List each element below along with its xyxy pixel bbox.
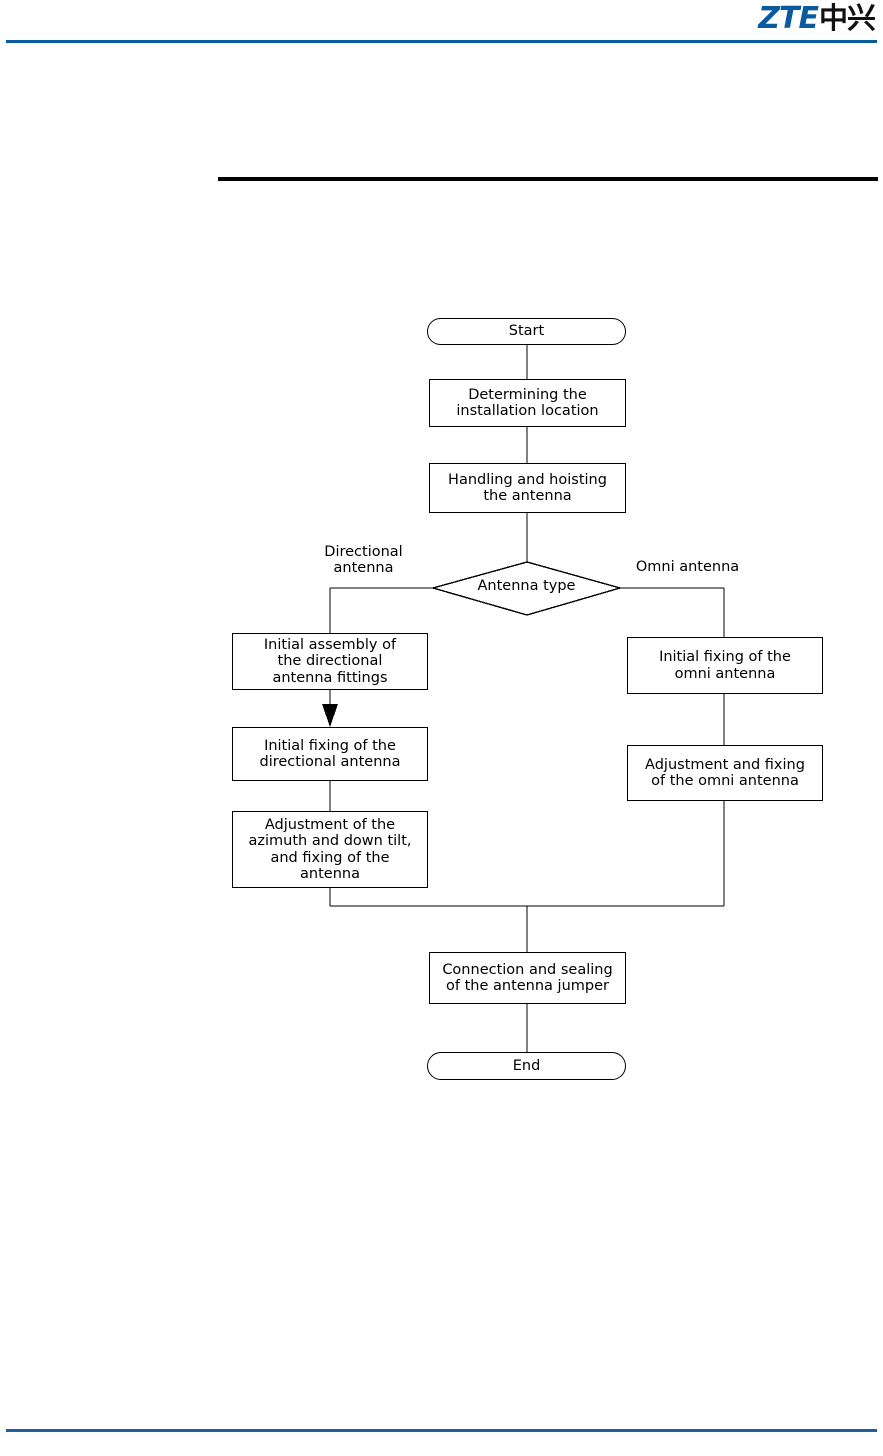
zte-logo-cjk: 中兴 [818,1,876,35]
flow-node-end: End [427,1052,626,1080]
flow-node-start: Start [427,318,626,345]
flow-node-adjustment-fixing-omni: Adjustment and fixing of the omni antenn… [627,745,823,801]
flow-node-connection-sealing-jumper: Connection and sealing of the antenna ju… [429,952,626,1004]
flow-node-determining-location: Determining the installation location [429,379,626,427]
flow-node-initial-fixing-directional: Initial fixing of the directional antenn… [232,727,428,781]
zte-logo: ZTE 中兴 [758,1,876,36]
zte-logo-latin: ZTE [758,1,819,36]
branch-label-directional-antenna: Directional antenna [324,544,403,577]
header-rule [6,40,877,43]
flow-node-handling-hoisting: Handling and hoisting the antenna [429,463,626,513]
branch-label-omni-antenna: Omni antenna [635,559,740,575]
flow-node-adjustment-azimuth-downtilt: Adjustment of the azimuth and down tilt,… [232,811,428,888]
footer-rule [6,1429,877,1432]
flow-node-antenna-type-label: Antenna type [477,578,576,594]
flow-node-initial-assembly-directional: Initial assembly of the directional ante… [232,633,428,690]
section-heading-rule [218,177,878,181]
flow-node-initial-fixing-omni: Initial fixing of the omni antenna [627,637,823,694]
